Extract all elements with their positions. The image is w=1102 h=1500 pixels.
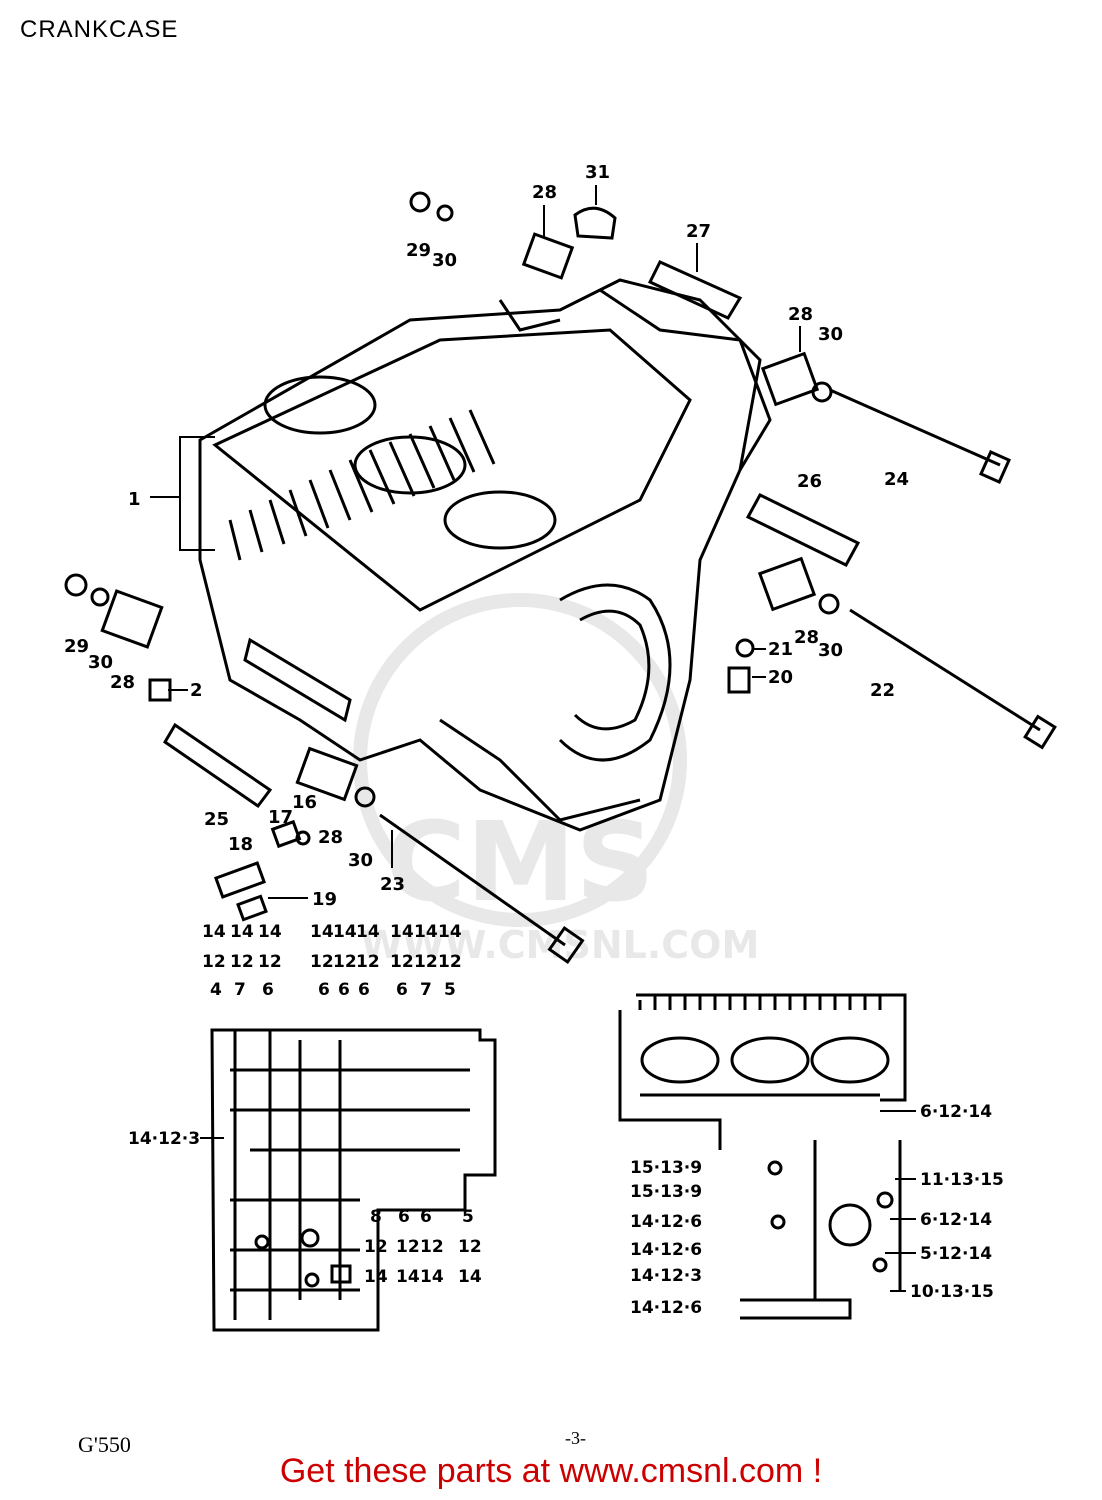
page-title: CRANKCASE	[20, 16, 179, 43]
callout-30-d: 30	[88, 652, 113, 673]
callout-30-e: 30	[348, 850, 373, 871]
left-col-4-top: 14	[310, 922, 334, 942]
callout-30-a: 30	[432, 250, 457, 271]
nuts-washers	[64, 191, 840, 922]
callout-22: 22	[870, 680, 895, 701]
promo-link[interactable]: Get these parts at www.cmsnl.com !	[279, 1452, 823, 1490]
callout-18: 18	[228, 834, 253, 855]
left-side-label: 14·12·3	[128, 1129, 200, 1149]
left-col-1-bottom: 4	[210, 980, 222, 1000]
left-col-7-bottom: 6	[396, 980, 408, 1000]
callout-28-d: 28	[110, 672, 135, 693]
right-left-label-1: 15·13·9	[630, 1158, 702, 1178]
callout-24: 24	[884, 469, 909, 490]
left-col-5-bottom: 6	[338, 980, 350, 1000]
right-left-label-2: 15·13·9	[630, 1182, 702, 1202]
callout-16: 16	[292, 792, 317, 813]
callout-20: 20	[768, 667, 793, 688]
callout-1: 1	[128, 489, 141, 510]
callout-30-b: 30	[818, 324, 843, 345]
callout-2: 2	[190, 680, 203, 701]
left-col-9-bottom: 5	[444, 980, 456, 1000]
left-bottom-4-top: 5	[462, 1207, 474, 1227]
left-col-3-bottom: 6	[262, 980, 274, 1000]
left-col-3-top: 14	[258, 922, 282, 942]
right-left-label-6: 14·12·6	[630, 1298, 702, 1318]
left-bottom-3-bottom: 14	[420, 1267, 444, 1287]
callout-26: 26	[797, 471, 822, 492]
left-bottom-2-bottom: 14	[396, 1267, 420, 1287]
callout-labels: 1 2 16 17 18 19 20 21 22 23 24 25 26 27 …	[64, 162, 909, 910]
left-bottom-4-mid: 12	[458, 1237, 482, 1257]
bolts	[379, 388, 1057, 965]
callout-17: 17	[268, 807, 293, 828]
left-bottom-1-bottom: 14	[364, 1267, 388, 1287]
page-number: -3-	[565, 1428, 586, 1448]
left-bolt-layout: 14 12 4 14 12 7 14 12 6 14 12 6 14 12 6 …	[128, 922, 497, 1332]
callout-30-c: 30	[818, 640, 843, 661]
callout-28-e: 28	[318, 827, 343, 848]
left-col-1-top: 14	[202, 922, 226, 942]
callout-29-a: 29	[406, 240, 431, 261]
left-col-9-mid: 12	[438, 952, 462, 972]
left-col-6-top: 14	[356, 922, 380, 942]
left-col-4-bottom: 6	[318, 980, 330, 1000]
callout-21: 21	[768, 639, 793, 660]
left-col-7-top: 14	[390, 922, 414, 942]
right-left-label-4: 14·12·6	[630, 1240, 702, 1260]
left-col-4-mid: 12	[310, 952, 334, 972]
callout-28-a: 28	[532, 182, 557, 203]
left-col-2-bottom: 7	[234, 980, 246, 1000]
right-left-label-5: 14·12·3	[630, 1266, 702, 1286]
right-bolt-layout: 6·12·14 11·13·15 6·12·14 5·12·14 10·13·1…	[618, 993, 1004, 1320]
left-col-5-top: 14	[333, 922, 357, 942]
left-col-6-bottom: 6	[358, 980, 370, 1000]
left-bottom-4-bottom: 14	[458, 1267, 482, 1287]
part-1-leader	[150, 436, 215, 551]
model-label: G'550	[78, 1432, 131, 1457]
left-bottom-2-mid: 12	[396, 1237, 420, 1257]
left-bottom-3-mid: 12	[420, 1237, 444, 1257]
callout-28-c: 28	[794, 627, 819, 648]
callout-31: 31	[585, 162, 610, 183]
left-bottom-2-top: 6	[398, 1207, 410, 1227]
right-left-label-3: 14·12·6	[630, 1212, 702, 1232]
left-col-8-mid: 12	[414, 952, 438, 972]
dowels	[148, 260, 861, 809]
left-col-3-mid: 12	[258, 952, 282, 972]
left-col-2-mid: 12	[230, 952, 254, 972]
right-label-4: 5·12·14	[920, 1244, 992, 1264]
right-label-1: 6·12·14	[920, 1102, 992, 1122]
callout-27: 27	[686, 221, 711, 242]
left-col-8-bottom: 7	[420, 980, 432, 1000]
callout-19: 19	[312, 889, 337, 910]
right-label-3: 6·12·14	[920, 1210, 992, 1230]
callout-25: 25	[204, 809, 229, 830]
left-col-6-mid: 12	[356, 952, 380, 972]
left-bottom-3-top: 6	[420, 1207, 432, 1227]
callout-29-b: 29	[64, 636, 89, 657]
left-col-5-mid: 12	[333, 952, 357, 972]
crankcase-body	[198, 278, 772, 832]
left-col-7-mid: 12	[390, 952, 414, 972]
right-label-5: 10·13·15	[910, 1282, 994, 1302]
left-bottom-1-top: 8	[370, 1207, 382, 1227]
watermark-url: WWW.CMSNL.COM	[361, 923, 760, 967]
callout-28-b: 28	[788, 304, 813, 325]
right-label-2: 11·13·15	[920, 1170, 1004, 1190]
callout-23: 23	[380, 874, 405, 895]
left-col-9-top: 14	[438, 922, 462, 942]
left-col-8-top: 14	[414, 922, 438, 942]
left-col-1-mid: 12	[202, 952, 226, 972]
left-col-2-top: 14	[230, 922, 254, 942]
watermark: CMS WWW.CMSNL.COM	[353, 593, 760, 967]
left-bottom-1-mid: 12	[364, 1237, 388, 1257]
